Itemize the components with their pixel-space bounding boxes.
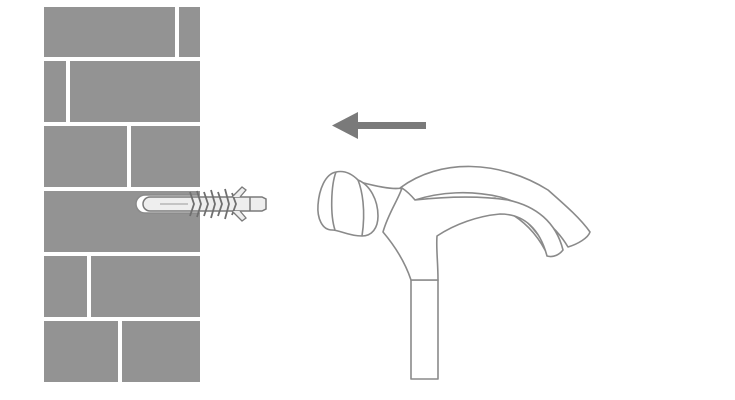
hammer-neck-line: [357, 179, 365, 237]
brick: [44, 126, 127, 187]
claw-hammer-icon: [317, 165, 591, 380]
hammer-head: [317, 170, 379, 237]
anchor-flap-top: [231, 186, 247, 198]
arrow-shaft: [352, 122, 426, 129]
anchor-ribs: [189, 188, 237, 220]
brick: [44, 61, 66, 122]
arrow-left-icon: [332, 112, 426, 139]
brick: [91, 256, 200, 317]
arrow-head: [332, 112, 358, 139]
hammer-claw-upper: [399, 165, 591, 248]
brick: [44, 321, 118, 382]
hammer-handle: [410, 279, 439, 380]
brick: [131, 126, 200, 187]
hammer-body: [359, 181, 564, 281]
brick: [122, 321, 200, 382]
brick: [44, 256, 87, 317]
brick: [70, 61, 200, 122]
brick: [44, 7, 175, 57]
hammer-face-line: [330, 171, 337, 231]
wall-plug-anchor-icon: [135, 186, 267, 222]
brick: [179, 7, 200, 57]
anchor-flap-bottom: [231, 210, 247, 222]
